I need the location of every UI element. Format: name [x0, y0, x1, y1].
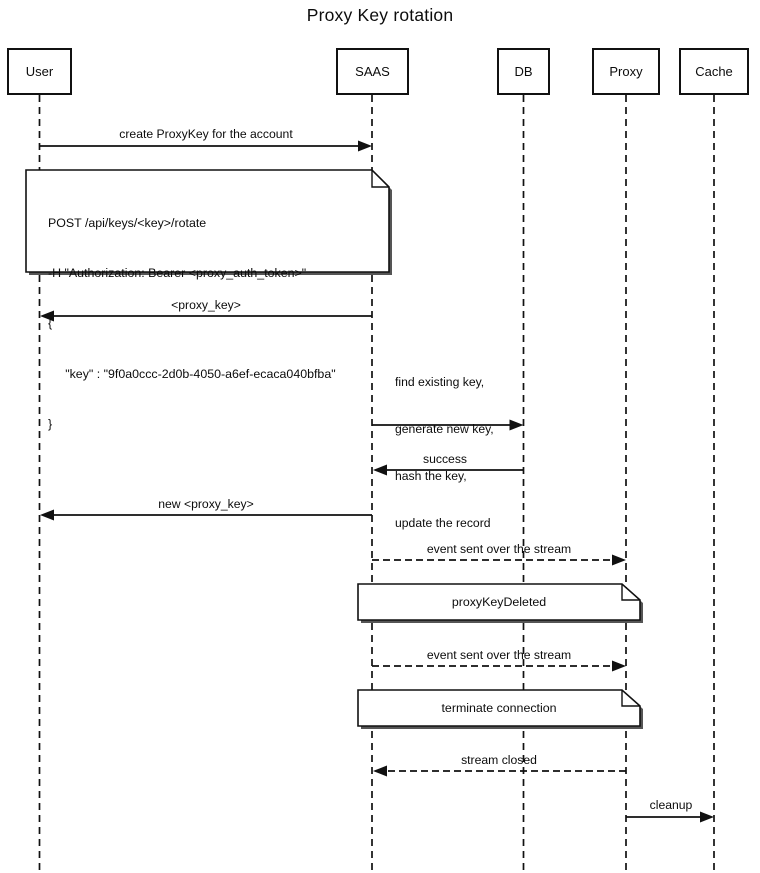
arrow-create-proxykey	[40, 140, 372, 152]
note-proxykeydeleted-text: proxyKeyDeleted	[451, 595, 547, 609]
actor-box-proxy: Proxy	[592, 48, 660, 95]
arrow-new-proxy-key	[40, 509, 372, 521]
actor-label-user: User	[25, 64, 54, 79]
actor-box-user: User	[7, 48, 72, 95]
note-terminate-shape	[357, 689, 643, 729]
actor-label-db: DB	[514, 64, 533, 79]
message-label-stream-closed: stream closed	[461, 753, 537, 767]
diagram-title: Proxy Key rotation	[306, 5, 454, 25]
message-label-event-stream-1: event sent over the stream	[426, 542, 572, 556]
message-label-proxy-key: <proxy_key>	[171, 298, 241, 312]
message-label-cleanup: cleanup	[649, 798, 693, 812]
arrow-success	[373, 464, 524, 476]
note-request-text: POST /api/keys/<key>/rotate -H "Authoriz…	[48, 215, 336, 432]
actor-box-db: DB	[497, 48, 550, 95]
arrow-proxy-key	[40, 310, 372, 322]
arrow-event-stream-1	[372, 554, 626, 566]
message-label-success: success	[422, 452, 468, 466]
message-label-event-stream-2: event sent over the stream	[426, 648, 572, 662]
message-label-create-proxykey: create ProxyKey for the account	[119, 127, 293, 141]
arrow-event-stream-2	[372, 660, 626, 672]
message-label-new-proxy-key: new <proxy_key>	[158, 497, 254, 511]
actor-box-saas: SAAS	[336, 48, 409, 95]
message-label-db-work: find existing key, generate new key, has…	[395, 375, 494, 530]
arrow-cleanup	[626, 811, 714, 823]
note-terminate-text: terminate connection	[441, 701, 557, 715]
actor-label-saas: SAAS	[355, 64, 390, 79]
note-proxykeydeleted-shape	[357, 583, 643, 623]
actor-label-cache: Cache	[695, 64, 733, 79]
actor-box-cache: Cache	[679, 48, 749, 95]
arrow-stream-closed	[373, 765, 626, 777]
actor-label-proxy: Proxy	[609, 64, 643, 79]
note-request-shape	[25, 169, 392, 275]
arrow-update-record	[372, 419, 524, 431]
